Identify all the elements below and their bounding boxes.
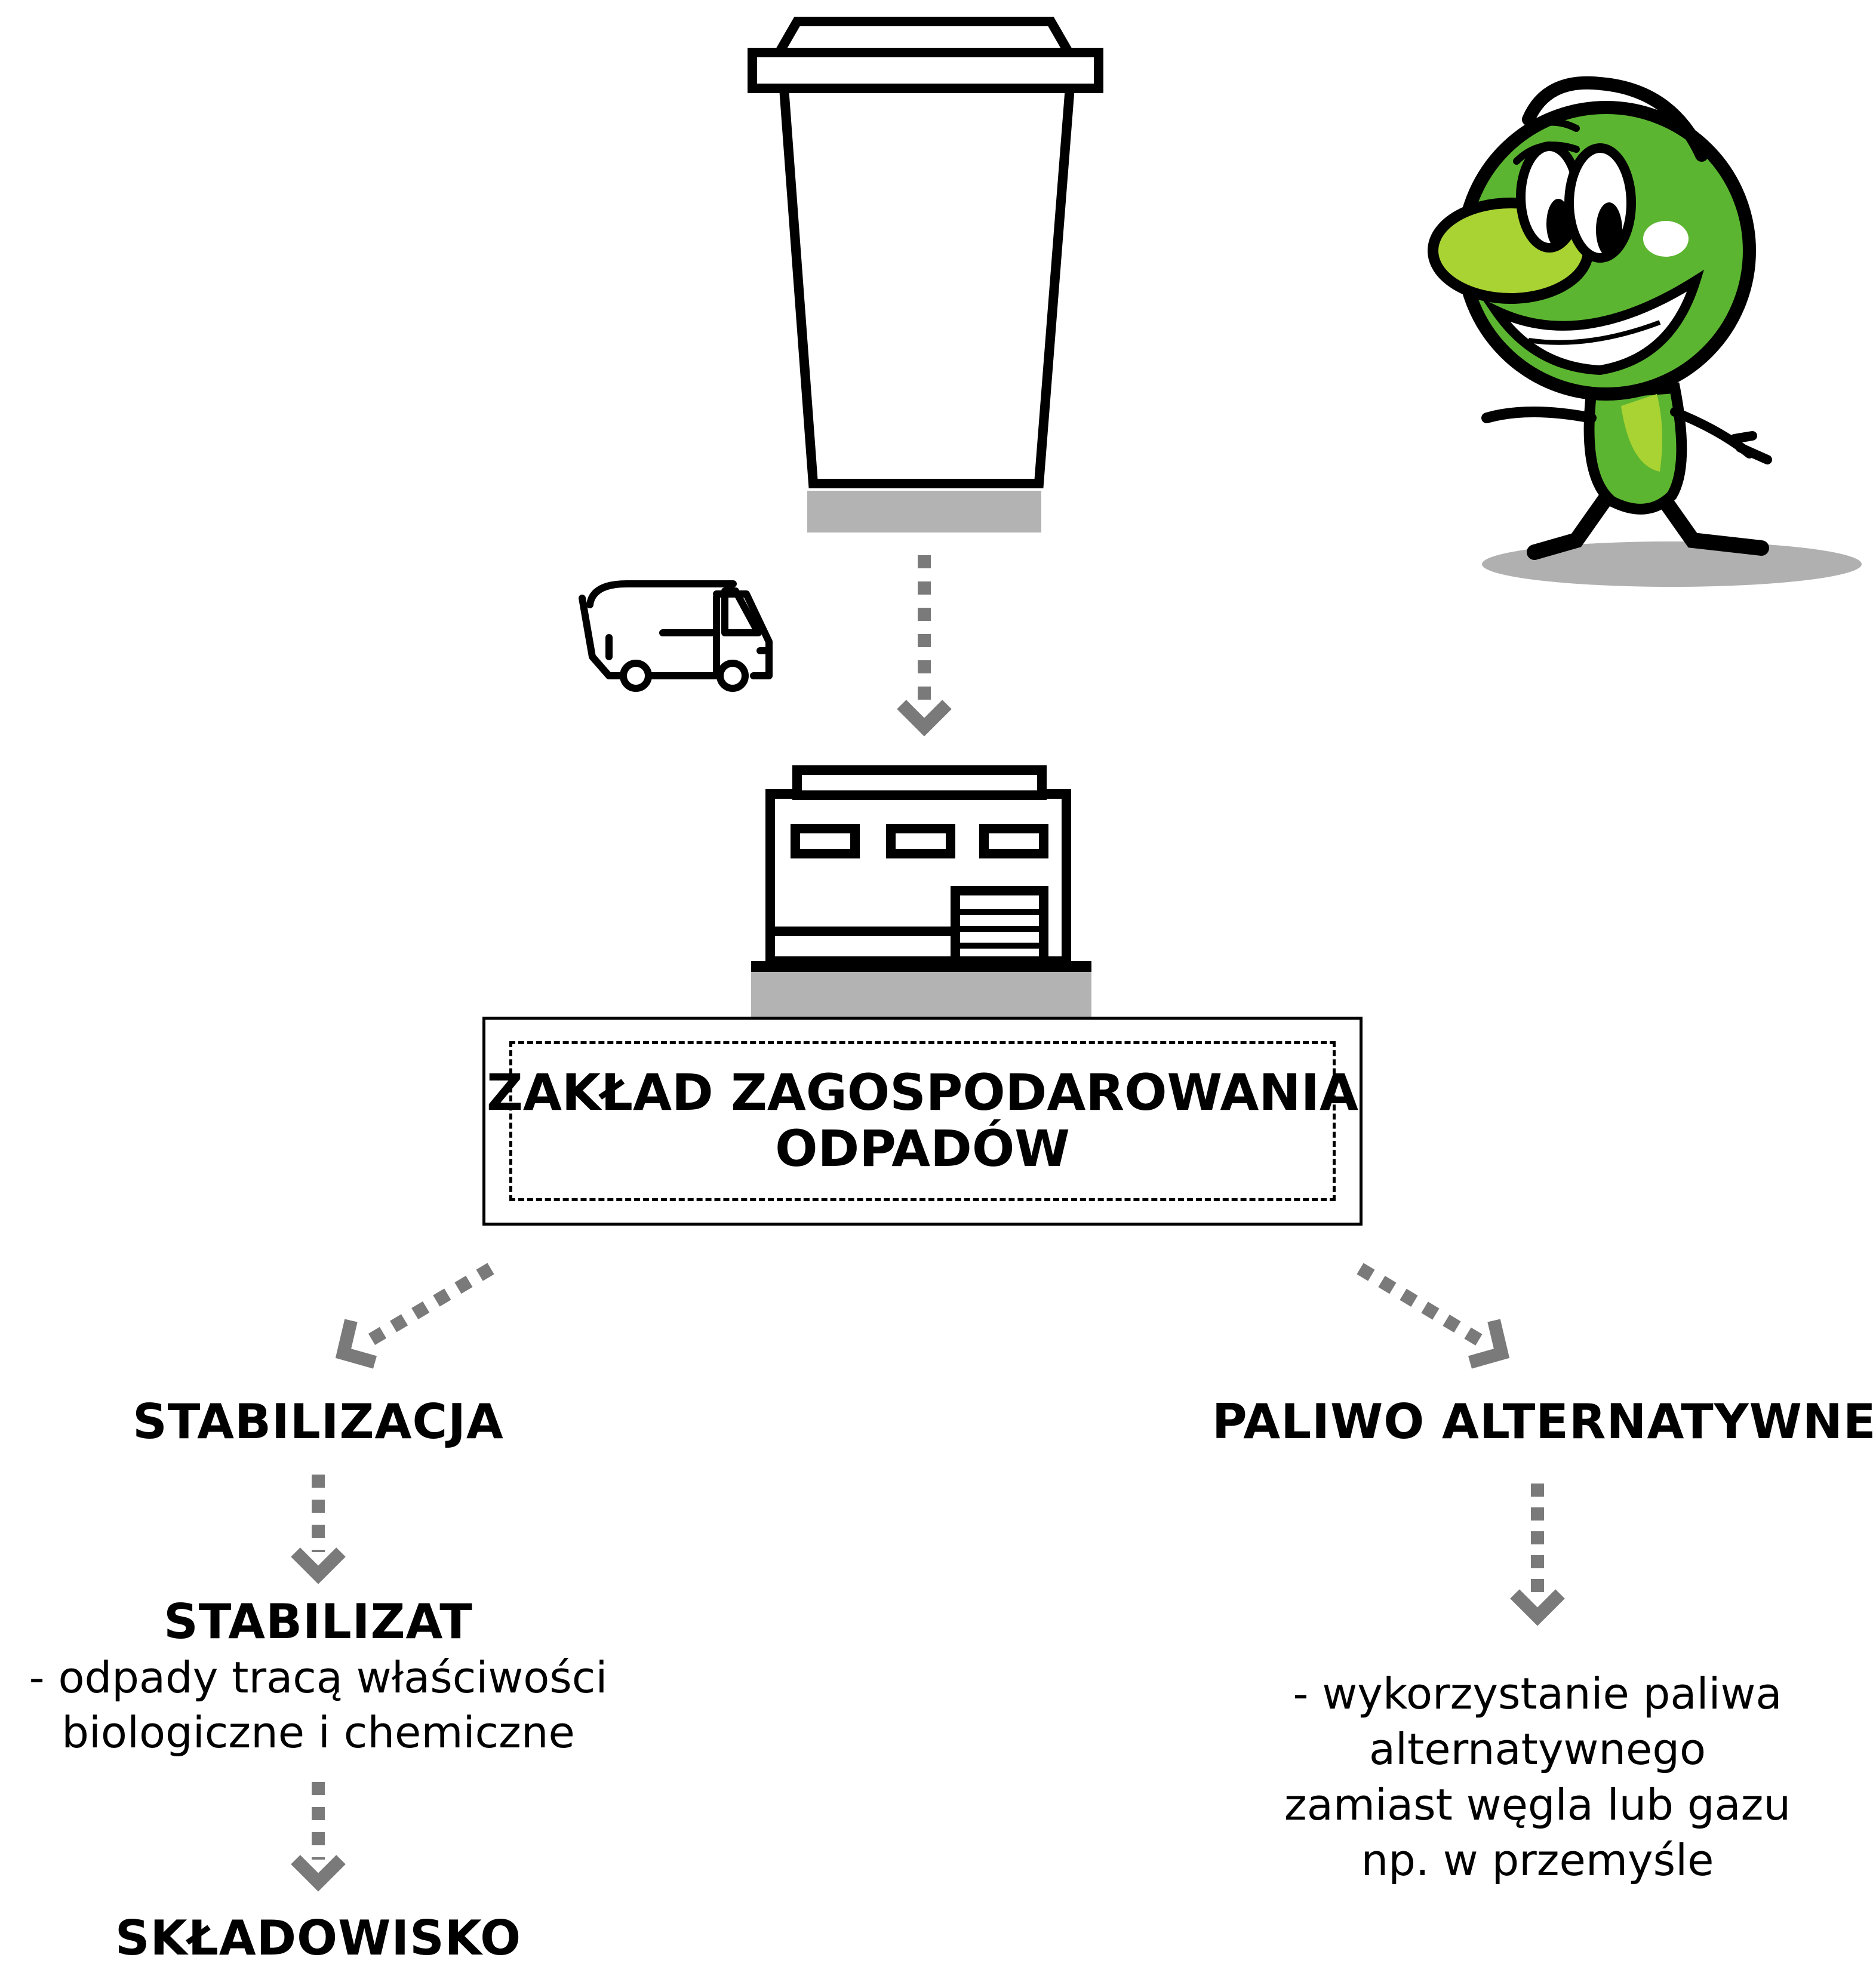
stabilizat-label: STABILIZAT bbox=[164, 1594, 473, 1649]
paliwo-desc-line1: - wykorzystanie paliwa bbox=[1293, 1669, 1782, 1719]
paliwo-alternatywne-label: PALIWO ALTERNATYWNE bbox=[1212, 1394, 1876, 1449]
arrow-bin-to-facility bbox=[897, 555, 952, 737]
arrow-stabilizat-to-skladowisko bbox=[291, 1782, 346, 1892]
arrow-stabilizacja-to-stabilizat bbox=[291, 1475, 346, 1584]
stabilizat-desc-line1: - odpady tracą właściwości bbox=[29, 1652, 608, 1703]
facility-building-icon bbox=[751, 765, 1091, 1018]
waste-bin-icon bbox=[748, 17, 1103, 533]
facility-title-line1: ZAKŁAD ZAGOSPODAROWANIA bbox=[487, 1063, 1358, 1122]
arrow-facility-to-paliwo bbox=[1357, 1263, 1510, 1369]
paliwo-desc-line2: alternatywnego bbox=[1368, 1724, 1706, 1774]
garbage-truck-icon bbox=[579, 580, 773, 692]
arrow-paliwo-to-description bbox=[1510, 1484, 1565, 1626]
stabilizat-desc-line2: biologiczne i chemiczne bbox=[61, 1707, 575, 1758]
arrow-facility-to-stabilizacja bbox=[335, 1263, 494, 1369]
paliwo-desc-line3: zamiast węgla lub gazu bbox=[1284, 1780, 1791, 1830]
facility-box: ZAKŁAD ZAGOSPODAROWANIA ODPADÓW bbox=[482, 1017, 1363, 1226]
skladowisko-label: SKŁADOWISKO bbox=[115, 1910, 522, 1966]
stabilizacja-label: STABILIZACJA bbox=[133, 1394, 504, 1449]
green-mascot-illustration bbox=[1428, 76, 1862, 587]
paliwo-desc-line4: np. w przemyśle bbox=[1361, 1835, 1714, 1885]
facility-box-dashed-border bbox=[509, 1041, 1336, 1201]
facility-title-line2: ODPADÓW bbox=[775, 1119, 1070, 1178]
